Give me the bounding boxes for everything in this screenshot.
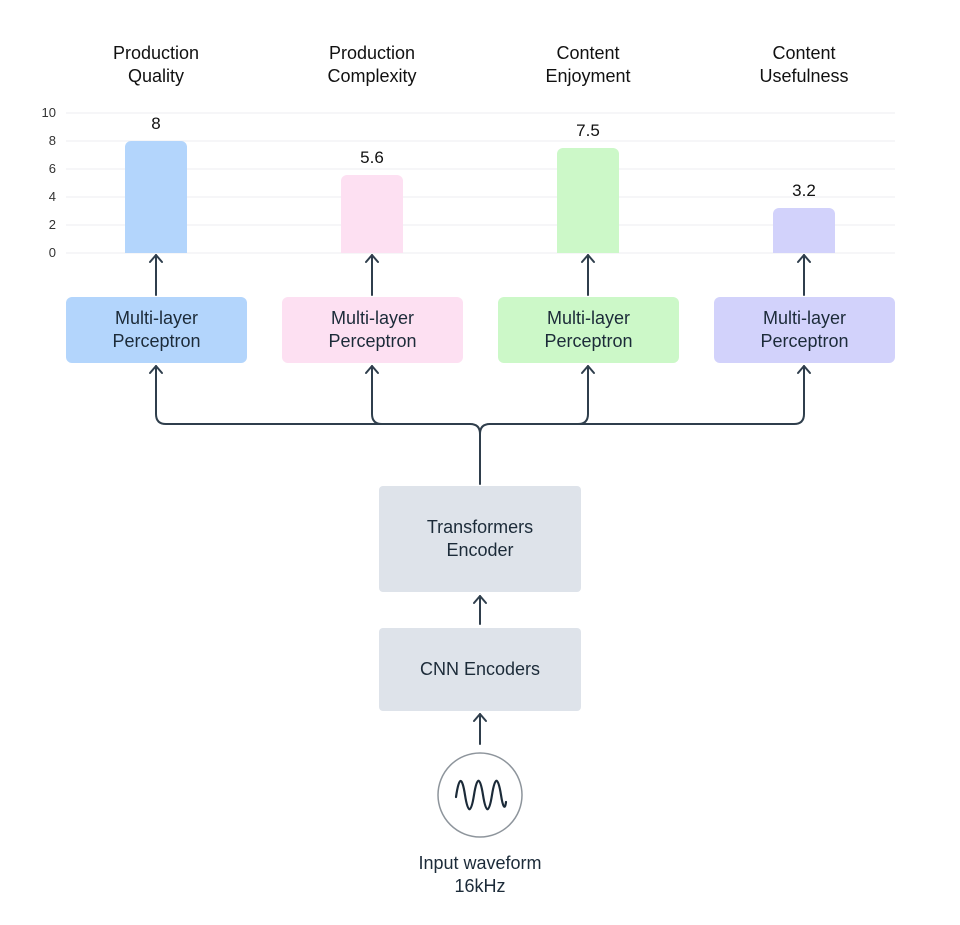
transformers-label-line: Transformers <box>426 517 534 537</box>
bar <box>341 174 403 253</box>
header-line: Production <box>112 43 200 63</box>
mlp-label-line: Perceptron <box>328 331 417 351</box>
bar-value-label: 3.2 <box>792 181 816 201</box>
mlp-to-bar-arrowhead <box>149 254 163 263</box>
branch-junction <box>469 423 491 435</box>
mlp-label-line: Perceptron <box>112 331 201 351</box>
mlp-input-arrowhead <box>365 365 379 374</box>
mlp-head-content-enjoyment: Multi-layer Perceptron <box>498 297 679 363</box>
connectors <box>149 254 811 745</box>
bar <box>125 141 187 253</box>
transformers-label-line: Encoder <box>446 540 514 560</box>
header-line: Complexity <box>327 66 417 86</box>
mlp-label-line: Multi-layer <box>330 308 414 328</box>
bar-value-label: 7.5 <box>576 121 600 140</box>
mlp-head-content-usefulness: Multi-layer Perceptron <box>714 297 895 363</box>
header-line: Content <box>556 43 620 63</box>
mlp-to-bar-arrowhead <box>797 254 811 263</box>
branch-line <box>371 365 471 425</box>
branch-line <box>155 365 471 425</box>
bar <box>773 208 835 253</box>
mlp-label-line: Multi-layer <box>546 308 630 328</box>
y-tick-label: 6 <box>48 161 56 176</box>
branch-line <box>489 365 805 425</box>
mlp-to-bar-arrowhead <box>365 254 379 263</box>
y-tick-label: 8 <box>48 133 56 148</box>
transformers-encoder-box: Transformers Encoder <box>379 486 581 592</box>
mlp-input-arrowhead <box>581 365 595 374</box>
mlp-label-line: Multi-layer <box>762 308 846 328</box>
mlp-label-line: Perceptron <box>544 331 633 351</box>
header-line: Production <box>328 43 416 63</box>
cnn-to-transformer-arrowhead <box>473 595 487 604</box>
column-header-content-enjoyment: Content Enjoyment <box>488 42 688 88</box>
mlp-head-production-complexity: Multi-layer Perceptron <box>282 297 463 363</box>
column-header-production-quality: Production Quality <box>56 42 256 88</box>
bar <box>557 148 619 253</box>
header-line: Usefulness <box>759 66 849 86</box>
caption-line: Input waveform <box>418 853 542 873</box>
column-header-content-usefulness: Content Usefulness <box>704 42 904 88</box>
caption-line: 16kHz <box>454 876 506 896</box>
y-tick-label: 0 <box>48 245 56 260</box>
input-to-cnn-arrowhead <box>473 713 487 722</box>
bar-value-label: 5.6 <box>360 147 384 167</box>
mlp-label-line: Multi-layer <box>114 308 198 328</box>
y-tick-label: 4 <box>48 189 56 204</box>
mlp-label-line: Perceptron <box>760 331 849 351</box>
bar-value-label: 8 <box>151 114 161 133</box>
y-tick-label: 2 <box>48 217 56 232</box>
branch-line <box>489 365 589 425</box>
gridlines <box>66 112 895 254</box>
header-line: Enjoyment <box>545 66 631 86</box>
mlp-to-bar-arrowhead <box>581 254 595 263</box>
input-waveform-caption: Input waveform 16kHz <box>380 852 580 898</box>
cnn-encoders-box: CNN Encoders <box>379 628 581 711</box>
y-tick-label: 10 <box>41 105 56 120</box>
mlp-input-arrowhead <box>149 365 163 374</box>
column-header-production-complexity: Production Complexity <box>272 42 472 88</box>
header-line: Content <box>772 43 836 63</box>
mlp-head-production-quality: Multi-layer Perceptron <box>66 297 247 363</box>
cnn-label: CNN Encoders <box>419 659 541 679</box>
mlp-input-arrowhead <box>797 365 811 374</box>
header-line: Quality <box>127 66 185 86</box>
